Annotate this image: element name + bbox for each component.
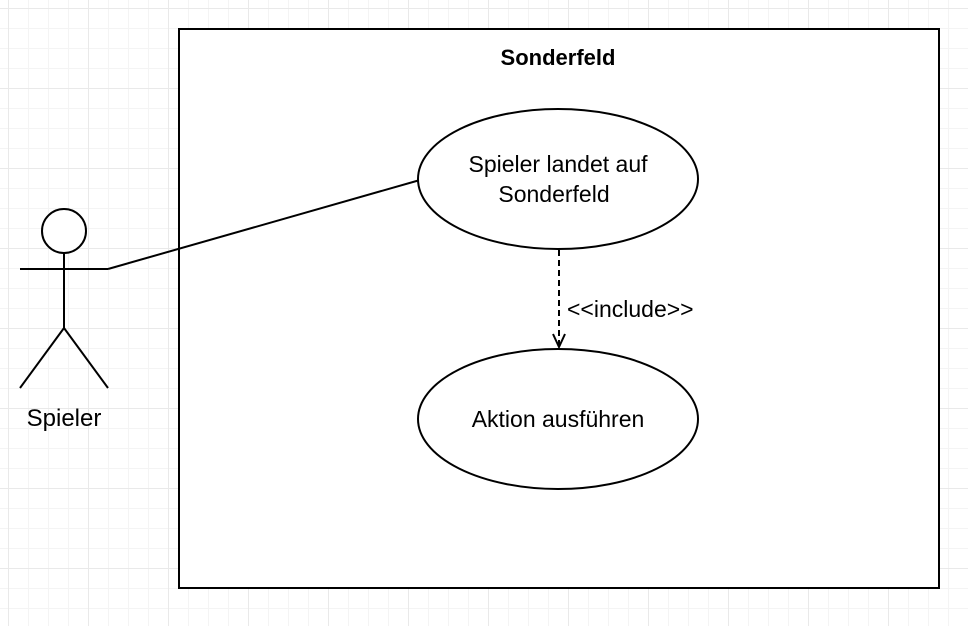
use-case-ellipse — [417, 348, 699, 490]
include-arrowhead — [552, 333, 566, 350]
use-case-aktion-ausfuehren[interactable]: Aktion ausführen — [417, 348, 699, 490]
include-label: <<include>> — [567, 296, 694, 322]
use-case-label-line2: Sonderfeld — [498, 181, 609, 207]
use-case-label: Aktion ausführen — [472, 406, 645, 432]
actor-right-leg — [63, 327, 109, 389]
actor-head — [41, 208, 87, 254]
actor-spieler[interactable] — [19, 208, 109, 389]
system-boundary-title: Sonderfeld — [501, 45, 616, 70]
use-case-spieler-landet[interactable]: Spieler landet auf Sonderfeld — [417, 108, 699, 250]
use-case-label-line1: Spieler landet auf — [468, 151, 648, 177]
association-line[interactable] — [107, 179, 421, 270]
actor-label: Spieler — [27, 405, 102, 432]
use-case-ellipse — [417, 108, 699, 250]
actor-left-leg — [19, 327, 65, 389]
